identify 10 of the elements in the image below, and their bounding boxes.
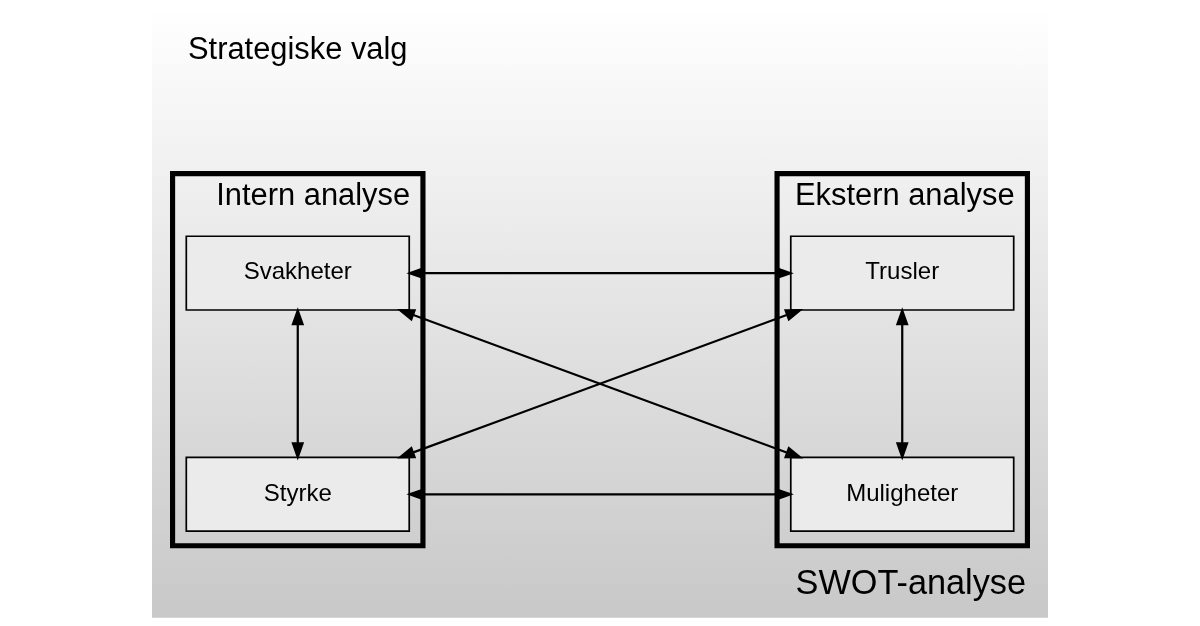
arrow [406, 266, 794, 280]
node-box: Styrke [185, 456, 411, 533]
label: Strategiske valg [187, 31, 408, 67]
arrow [406, 487, 794, 501]
node-box: Trusler [789, 235, 1015, 311]
arrow [895, 307, 909, 461]
node-box: Muligheter [789, 456, 1015, 533]
arrow [291, 307, 305, 461]
diagram-title: SWOT-analyse [795, 562, 1027, 601]
node-box: Svakheter [185, 235, 411, 311]
